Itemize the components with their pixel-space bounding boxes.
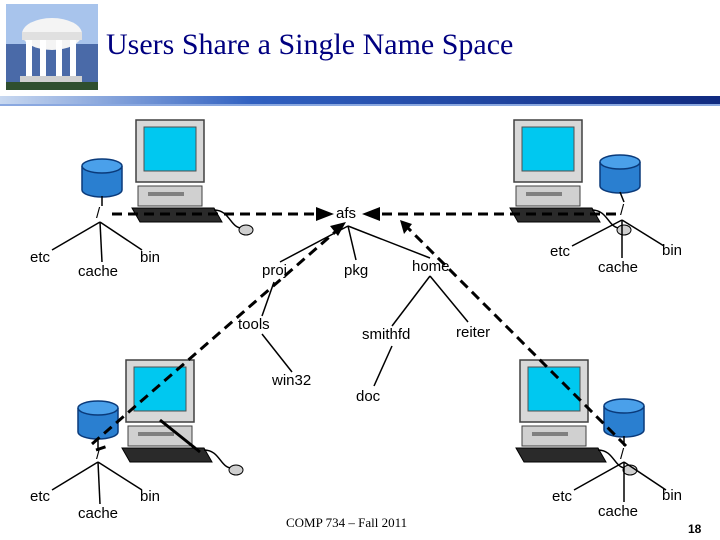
local-tree-top-left (51, 221, 143, 263)
node-bin-bottom-left: bin (140, 488, 161, 505)
node-etc-top-left: etc (30, 249, 51, 266)
node-root-bottom-left: / (96, 446, 101, 463)
node-root-top-left: / (96, 205, 101, 222)
node-proj: proj (262, 262, 288, 279)
node-doc: doc (356, 388, 381, 405)
node-cache-bottom-left: cache (78, 505, 119, 522)
node-reiter: reiter (456, 324, 491, 341)
local-tree-top-right (571, 219, 665, 258)
mount-links (91, 212, 628, 452)
title-divider (0, 96, 720, 104)
logo-image (6, 4, 98, 90)
disk-bottom-left (77, 400, 119, 440)
node-bin-top-left: bin (140, 249, 161, 266)
computer-top-left (131, 119, 254, 236)
arrowhead-left (316, 207, 334, 221)
slide-title: Users Share a Single Name Space (106, 28, 514, 61)
title-divider-highlight (0, 104, 720, 106)
node-cache-top-left: cache (78, 263, 119, 280)
node-afs: afs (336, 205, 357, 222)
local-tree-bottom-right (573, 461, 667, 502)
node-smithfd: smithfd (362, 326, 411, 343)
page-number: 18 (688, 522, 702, 536)
computer-bottom-left (121, 359, 244, 476)
node-bin-top-right: bin (662, 242, 683, 259)
node-home: home (412, 258, 450, 275)
arrowhead-right (362, 207, 380, 221)
arrowhead-bottom-right (400, 220, 412, 234)
node-tools: tools (238, 316, 270, 333)
shared-tree (261, 225, 469, 387)
disk-top-left (81, 158, 123, 198)
arrowhead-bottom-left (330, 222, 346, 236)
slide-footer: COMP 734 – Fall 2011 (286, 515, 408, 530)
node-etc-bottom-left: etc (30, 488, 51, 505)
local-tree-bottom-left (51, 461, 143, 505)
node-win32: win32 (272, 372, 312, 389)
node-root-top-right: / (620, 202, 625, 219)
node-etc-top-right: etc (550, 243, 571, 260)
disk-top-right (599, 154, 641, 194)
node-etc-bottom-right: etc (552, 488, 573, 505)
node-pkg: pkg (344, 262, 369, 279)
node-bin-bottom-right: bin (662, 487, 683, 504)
node-cache-bottom-right: cache (598, 503, 639, 520)
node-root-bottom-right: / (620, 446, 625, 463)
node-cache-top-right: cache (598, 259, 639, 276)
